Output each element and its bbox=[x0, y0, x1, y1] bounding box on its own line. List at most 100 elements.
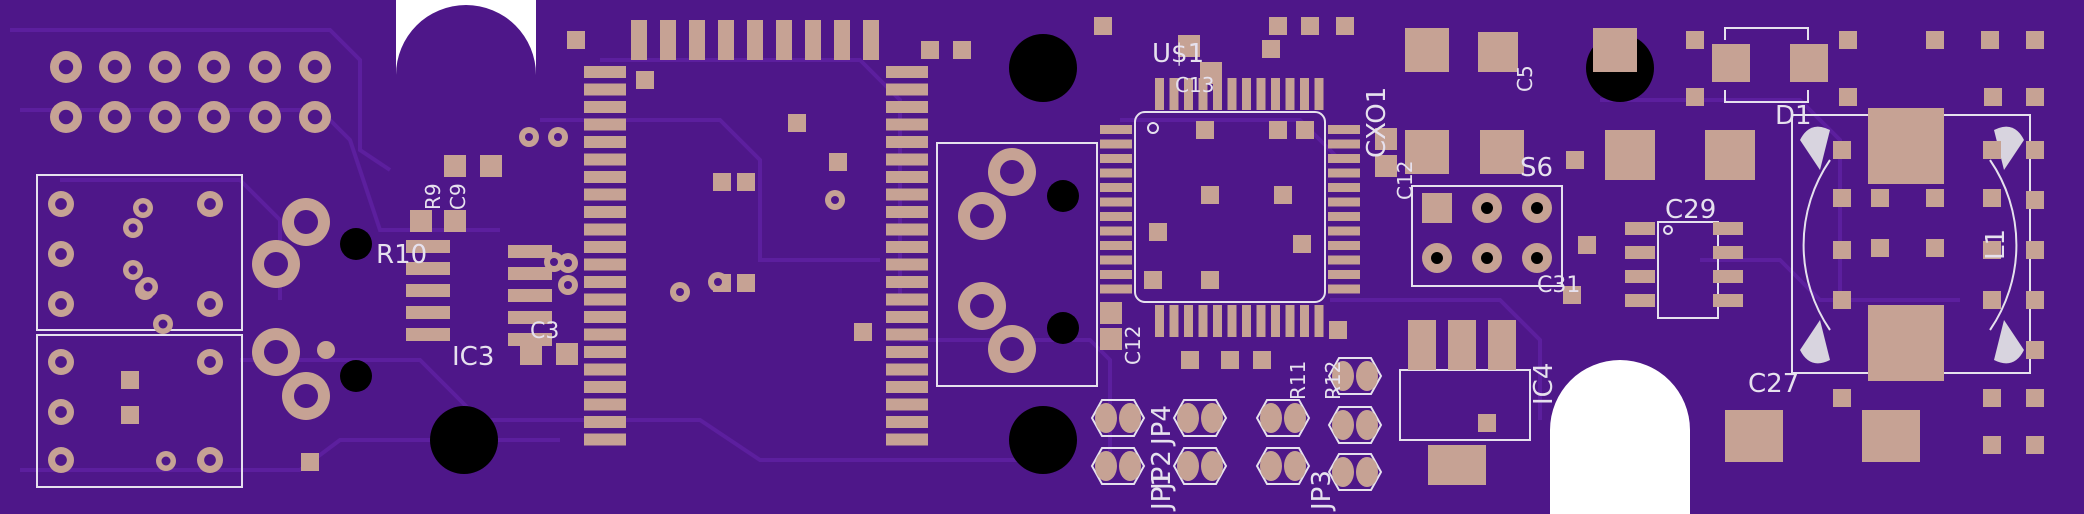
smd-pad bbox=[410, 210, 432, 232]
qfp-pin bbox=[1242, 305, 1251, 337]
qfp-pin bbox=[1328, 197, 1360, 207]
pad-hole bbox=[55, 406, 67, 418]
qfp-pin bbox=[1314, 78, 1324, 110]
qfp-pin bbox=[1227, 305, 1237, 337]
smd-pin bbox=[886, 433, 928, 446]
qfp-pin bbox=[1198, 305, 1208, 337]
via-pad bbox=[1983, 389, 2001, 407]
via-pad bbox=[2026, 141, 2044, 159]
label-jp3: JP3 bbox=[1307, 470, 1337, 512]
qfp-pin bbox=[1328, 284, 1360, 294]
smd-pad bbox=[1862, 410, 1920, 462]
qfp-pin bbox=[1184, 305, 1193, 337]
jumper-pad bbox=[1332, 361, 1354, 391]
qfp-pin bbox=[1184, 78, 1193, 110]
smd-pin bbox=[886, 136, 928, 148]
pad-hole bbox=[257, 109, 273, 125]
jumper-pad bbox=[1356, 410, 1378, 440]
label-c3: C3 bbox=[530, 319, 559, 344]
via-pad bbox=[1478, 414, 1496, 432]
pad-hole bbox=[157, 59, 173, 75]
smd-pin bbox=[776, 20, 792, 60]
qfp-pin bbox=[1314, 305, 1324, 337]
jumper-pad bbox=[1119, 403, 1141, 433]
audio-jack-center bbox=[936, 142, 1098, 387]
smd-pad bbox=[121, 371, 139, 389]
via-pad bbox=[567, 31, 585, 49]
pad-hole bbox=[55, 356, 67, 368]
silkscreen-labels: U$1 C13 CXO1 C5 D1 R10 R9 C9 IC3 C3 C12 … bbox=[376, 39, 2011, 512]
smd-pad bbox=[1200, 62, 1222, 84]
smd-pin bbox=[584, 381, 626, 393]
smd-pin bbox=[584, 223, 626, 236]
via-pad bbox=[1253, 351, 1271, 369]
via-pad bbox=[1566, 151, 1584, 169]
via-pad bbox=[1833, 189, 1851, 207]
smd-pin bbox=[584, 171, 626, 183]
via-pad bbox=[2026, 88, 2044, 106]
via-pad bbox=[1301, 17, 1319, 35]
qfp-pin bbox=[1100, 183, 1132, 192]
jumper-pad bbox=[1095, 451, 1117, 481]
jumper-outline bbox=[1327, 357, 1383, 395]
jumper-pad bbox=[1201, 403, 1223, 433]
switch-pads bbox=[48, 191, 223, 473]
pad-hole bbox=[161, 456, 171, 466]
qfp-chip-u1 bbox=[1134, 111, 1326, 303]
via-pad bbox=[737, 173, 755, 191]
via-pad bbox=[1201, 271, 1219, 289]
inductor-l1 bbox=[1791, 108, 2031, 381]
smd-pad bbox=[1480, 130, 1524, 174]
smd-pin bbox=[584, 118, 626, 131]
qfp-pin bbox=[1328, 226, 1360, 236]
via-pad bbox=[921, 41, 939, 59]
smd-pin bbox=[805, 20, 821, 60]
smd-pad bbox=[444, 210, 466, 232]
smd-pin-rows bbox=[406, 20, 928, 446]
via-pad bbox=[1839, 31, 1857, 49]
smd-pad bbox=[1488, 320, 1516, 370]
via-pad bbox=[1686, 88, 1704, 106]
via-hole bbox=[564, 259, 572, 267]
smd-pad bbox=[1725, 410, 1783, 462]
pad-hole bbox=[128, 265, 138, 275]
mounting-hole bbox=[430, 406, 498, 474]
smd-pin bbox=[631, 20, 647, 60]
smd-pad bbox=[1375, 155, 1397, 177]
via-pad bbox=[1686, 31, 1704, 49]
qfp-pin bbox=[1100, 212, 1132, 221]
qfp-pin bbox=[1328, 183, 1360, 192]
jumper-outline bbox=[1090, 447, 1146, 485]
smd-pin bbox=[886, 241, 928, 253]
smd-pin bbox=[886, 223, 928, 236]
qfp-pin bbox=[1100, 226, 1132, 236]
via-pad bbox=[2026, 436, 2044, 454]
smd-pin bbox=[406, 240, 450, 253]
via-pad bbox=[1578, 236, 1596, 254]
smd-pin bbox=[886, 171, 928, 183]
via-pad bbox=[1983, 141, 2001, 159]
via-pad bbox=[1196, 121, 1214, 139]
qfp-pin bbox=[1271, 305, 1280, 337]
smd-pin bbox=[584, 398, 626, 411]
jumper-pad bbox=[1260, 451, 1282, 481]
jumper-pad bbox=[1095, 403, 1117, 433]
smd-pin bbox=[886, 83, 928, 96]
smd-pad bbox=[1478, 32, 1518, 72]
pad-hole bbox=[307, 109, 323, 125]
smd-pad bbox=[1448, 320, 1476, 370]
smd-pad bbox=[1405, 28, 1449, 72]
smd-pin bbox=[584, 416, 626, 428]
pad-hole bbox=[128, 223, 138, 233]
smd-pin bbox=[886, 101, 928, 113]
smd-pin bbox=[584, 188, 626, 201]
via-pad bbox=[1269, 17, 1287, 35]
qfp-pin bbox=[1328, 154, 1360, 163]
smd-pin bbox=[584, 433, 626, 446]
smd-pin bbox=[406, 328, 450, 341]
jumpers bbox=[1090, 357, 1383, 491]
via-pad bbox=[1563, 286, 1581, 304]
jumper-pad bbox=[1332, 457, 1354, 487]
jumper-pad bbox=[1119, 451, 1141, 481]
smd-pin bbox=[886, 153, 928, 166]
